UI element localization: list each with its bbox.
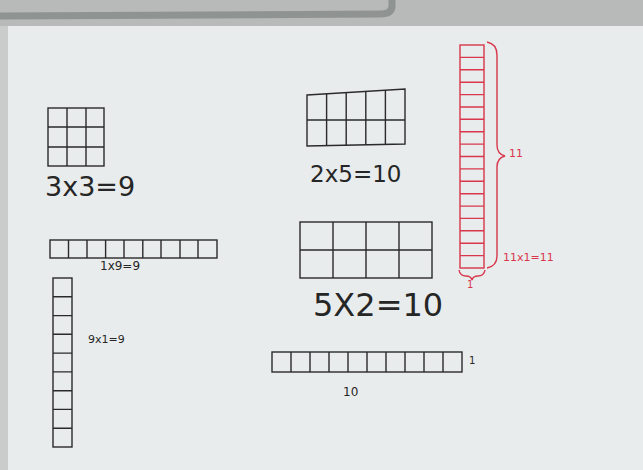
board-frame bbox=[0, 26, 8, 470]
equation-label: 11x1=11 bbox=[503, 252, 554, 264]
equation-label: 2x5=10 bbox=[310, 162, 401, 187]
equation-label: 5X2=10 bbox=[313, 288, 443, 323]
equation-label: 3x3=9 bbox=[45, 172, 135, 202]
brace bbox=[459, 270, 485, 280]
equation-label: 9x1=9 bbox=[88, 334, 125, 346]
wall-band bbox=[0, 0, 643, 26]
red-column-drawing bbox=[459, 42, 505, 280]
count-label: 10 bbox=[343, 386, 358, 399]
pipe bbox=[0, 0, 392, 16]
count-label: 1 bbox=[469, 355, 475, 366]
brace bbox=[487, 42, 505, 268]
count-label: 1 bbox=[467, 279, 473, 290]
grid-drawings bbox=[48, 89, 462, 447]
equation-label: 1x9=9 bbox=[100, 260, 140, 273]
count-label: 11 bbox=[509, 148, 523, 160]
